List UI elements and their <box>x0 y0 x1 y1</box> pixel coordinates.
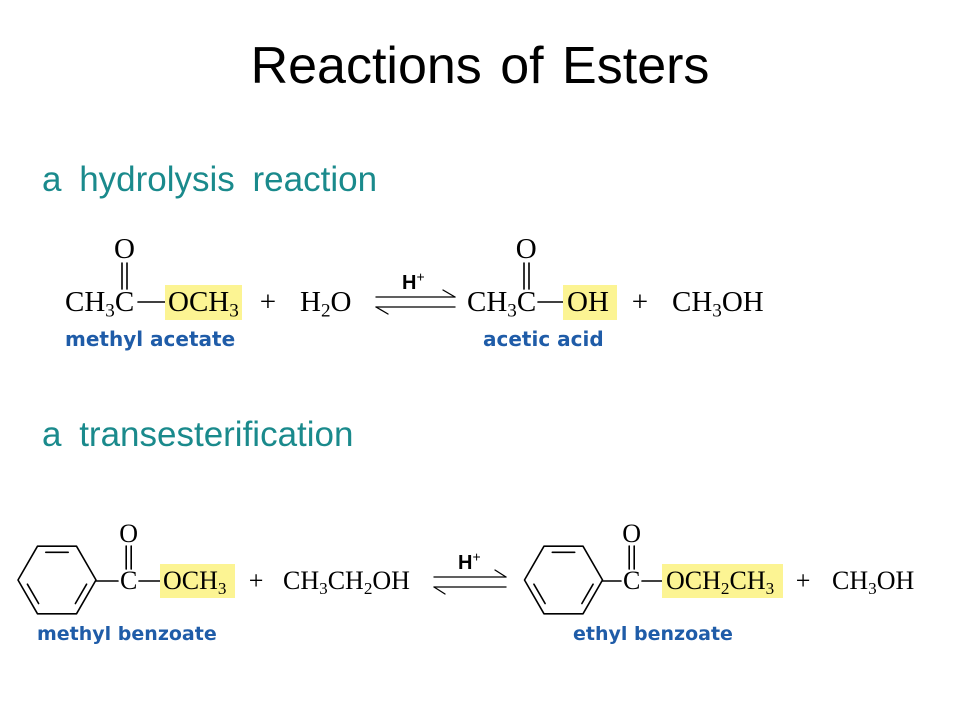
benzene-ring-outline <box>523 545 604 615</box>
subscript: 3 <box>712 300 722 322</box>
product-hydroxyl-group: OH <box>567 285 609 318</box>
ring-inner-double-bond <box>533 583 546 605</box>
plus-sign: + <box>631 285 649 318</box>
acid-catalyst: H+ <box>458 548 481 574</box>
product-name-label: ethyl benzoate <box>573 623 733 645</box>
reactant-carbonyl-carbon: C <box>120 566 138 596</box>
acid-catalyst: H+ <box>402 268 425 294</box>
product-carbonyl-oxygen: O <box>622 519 642 549</box>
product-carbonyl-carbon: C <box>623 566 641 596</box>
reactant-benzene-ring <box>17 545 97 615</box>
reverse-arrow-barb <box>375 306 389 315</box>
hydrolysis-heading: a hydrolysis reaction <box>42 160 378 199</box>
reactant-carbonyl-double-bond <box>121 262 128 290</box>
product-hydroxyl-highlight: OH <box>563 285 617 320</box>
superscript-charge: + <box>472 548 481 565</box>
superscript-charge: + <box>416 268 425 285</box>
subscript: 2 <box>320 300 331 322</box>
ring-inner-double-bond <box>74 583 88 605</box>
benzene-ring-outline <box>17 545 97 615</box>
byproduct-methanol: CH3OH <box>832 566 915 598</box>
ring-inner-double-bond <box>26 583 40 605</box>
subscript: 3 <box>507 300 517 322</box>
reactant-alkoxy-group: OCH3 <box>163 566 227 598</box>
slide-title: Reactions of Esters <box>250 37 710 95</box>
product-carbonyl-double-bond <box>628 545 636 570</box>
reactant-name-label: methyl acetate <box>65 327 236 351</box>
forward-arrow-barb <box>494 569 507 578</box>
product-carbonyl-double-bond <box>523 262 530 290</box>
reactant-carbonyl-oxygen: O <box>119 519 139 549</box>
forward-arrow-barb <box>442 289 456 298</box>
product-name-label: acetic acid <box>483 327 604 351</box>
reactant-alkoxy-group: OCH3 <box>168 285 239 322</box>
reactant-carbonyl-double-bond <box>125 545 132 570</box>
subscript: 3 <box>105 300 115 322</box>
plus-sign: + <box>248 566 264 596</box>
subscript: 2 <box>363 578 373 598</box>
subscript: 3 <box>217 578 227 598</box>
subscript: 2 <box>720 578 730 598</box>
reactant-name-label: methyl benzoate <box>37 623 217 645</box>
equilibrium-arrows <box>375 289 456 315</box>
reactant-carbonyl-oxygen: O <box>114 232 135 265</box>
subscript: 3 <box>765 578 775 598</box>
transesterification-heading: a transesterification <box>42 415 354 455</box>
reactant-alkoxy-highlight: OCH3 <box>160 564 235 598</box>
plus-sign: + <box>795 566 811 596</box>
subscript: 3 <box>319 578 328 598</box>
reagent-ethanol: CH3CH2OH <box>283 566 410 598</box>
ring-inner-double-bond <box>581 583 594 605</box>
byproduct-methanol: CH3OH <box>672 285 764 322</box>
plus-sign: + <box>259 285 277 318</box>
reagent-water: H2O <box>300 285 352 322</box>
product-acyl-group: CH3C <box>467 285 537 322</box>
product-carbonyl-oxygen: O <box>515 232 537 265</box>
equilibrium-arrows <box>433 569 507 595</box>
reactant-alkoxy-highlight: OCH3 <box>165 285 242 320</box>
product-benzene-ring <box>523 545 604 615</box>
product-alkoxy-highlight: OCH2CH3 <box>662 564 783 598</box>
reverse-arrow-barb <box>433 586 446 595</box>
reactant-acyl-group: CH3C <box>65 285 135 322</box>
product-alkoxy-group: OCH2CH3 <box>666 566 775 598</box>
subscript: 3 <box>229 300 239 322</box>
subscript: 3 <box>868 578 877 598</box>
